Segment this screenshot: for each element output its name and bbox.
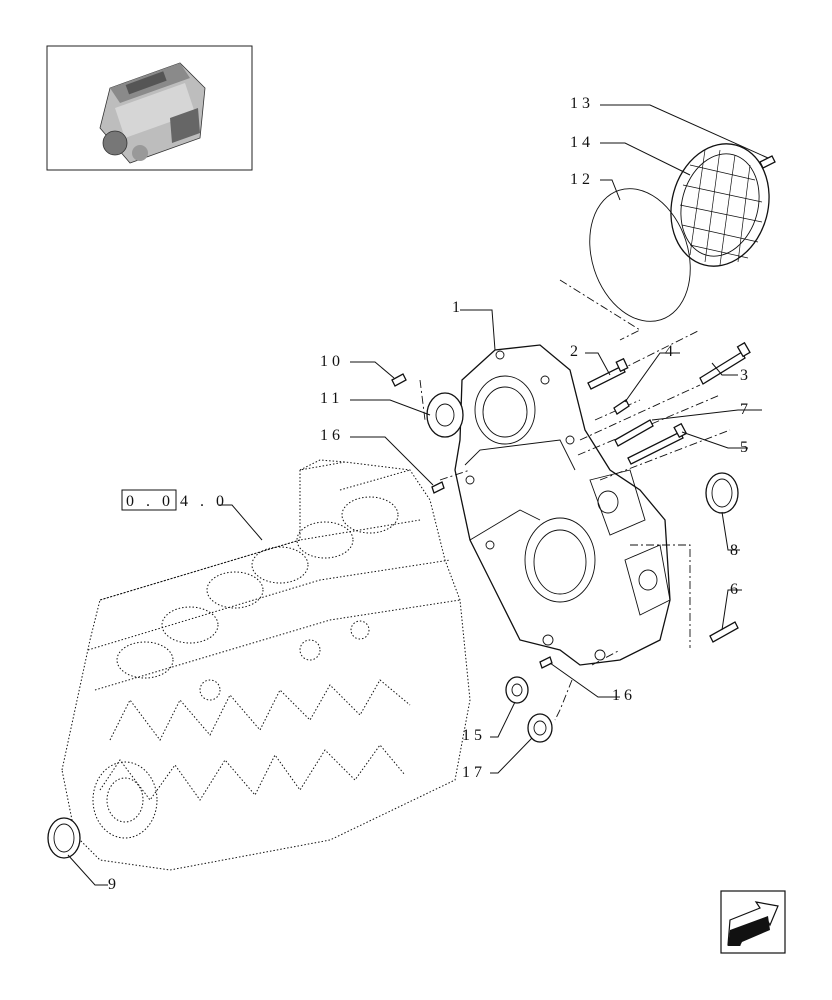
arrow-nav-icon[interactable] <box>720 890 786 954</box>
cover-plate <box>670 143 770 267</box>
callout-4: 4 <box>665 343 677 360</box>
bolt-3 <box>699 341 751 385</box>
callout-14: 14 <box>570 134 594 151</box>
callout-17: 17 <box>462 764 486 781</box>
seal-9 <box>47 817 81 859</box>
callout-12: 12 <box>570 171 594 188</box>
bolt-2 <box>587 357 629 390</box>
bolt-4 <box>613 399 630 415</box>
callout-8: 8 <box>730 542 742 559</box>
callout-3: 3 <box>740 367 752 384</box>
bolt-5 <box>627 422 688 465</box>
callout-9: 9 <box>108 876 120 893</box>
reference-label[interactable]: 0 . 0 4 . 0 <box>121 489 228 511</box>
engine-block <box>61 459 471 871</box>
callout-7: 7 <box>740 401 752 418</box>
bolt-10 <box>391 373 407 387</box>
seal-8 <box>705 472 739 514</box>
callout-6: 6 <box>730 581 742 598</box>
callout-16-left: 16 <box>320 427 344 444</box>
bolt-16 <box>431 481 553 669</box>
callout-11: 11 <box>320 390 343 407</box>
gear-housing <box>454 344 671 666</box>
reference-prefix: 0 . 0 <box>126 493 174 510</box>
callout-1: 1 <box>452 299 464 316</box>
plug-15 <box>505 676 529 704</box>
bolt-6 <box>709 621 739 643</box>
flange-11 <box>426 392 464 438</box>
callout-15: 15 <box>462 727 486 744</box>
callout-13: 13 <box>570 95 594 112</box>
bolt-7 <box>614 419 654 447</box>
callout-5: 5 <box>740 439 752 456</box>
engine-thumbnail-icon[interactable] <box>46 45 253 171</box>
callout-10: 10 <box>320 353 344 370</box>
leader-lines <box>67 104 769 886</box>
callout-2: 2 <box>570 343 582 360</box>
o-ring <box>589 188 691 322</box>
reference-suffix: 4 . 0 <box>180 493 228 510</box>
plug-17 <box>527 713 553 743</box>
callout-labels: 13 14 12 1 2 4 3 7 5 8 6 10 11 16 16 15 … <box>108 95 752 893</box>
callout-16-right: 16 <box>612 687 636 704</box>
